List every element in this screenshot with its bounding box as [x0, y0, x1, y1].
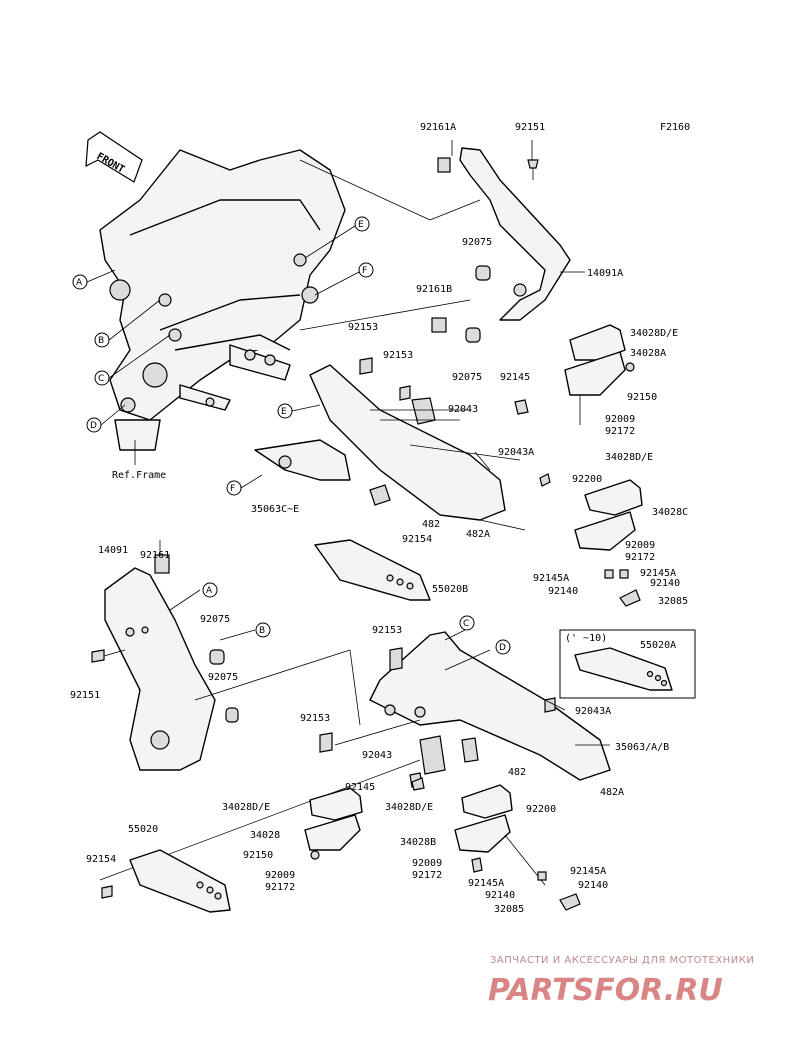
callout-a2: A: [206, 586, 213, 596]
heel-guard-55020: [101, 849, 231, 913]
part-label: 14091A: [587, 268, 623, 279]
part-label: 92075: [200, 614, 230, 625]
part-label: 34028D/E: [385, 802, 433, 813]
footpeg-34028: [304, 777, 425, 860]
part-label: 92009: [605, 414, 635, 425]
part-label: 92145A: [468, 878, 504, 889]
part-label: 92145A: [533, 573, 569, 584]
part-label: 92161: [140, 550, 170, 561]
frame-callouts: A B C D E F: [72, 216, 374, 433]
callout-c: C: [98, 374, 104, 384]
part-label: 92075: [208, 672, 238, 683]
part-label: 92154: [402, 534, 432, 545]
part-label: 92075: [462, 237, 492, 248]
part-label: 55020B: [432, 584, 468, 595]
part-label: 92153: [372, 625, 402, 636]
callout-e: E: [358, 220, 364, 230]
part-label: 92043A: [498, 447, 534, 458]
part-label: 92140: [548, 586, 578, 597]
part-label: 92200: [572, 474, 602, 485]
callout-a: A: [76, 278, 83, 288]
part-label: 92151: [70, 690, 100, 701]
callout-e2: E: [281, 407, 287, 417]
part-label: 92153: [348, 322, 378, 333]
footpeg-34028c: [539, 473, 643, 607]
part-label: 92150: [627, 392, 657, 403]
callout-d: D: [90, 421, 97, 431]
part-label: 92151: [515, 122, 545, 133]
part-label: 34028B: [400, 837, 436, 848]
part-label: 35063C~E: [251, 504, 299, 515]
part-label: 14091: [98, 545, 128, 556]
figure-code: F2160: [660, 122, 690, 133]
cover-14091a: [431, 147, 571, 343]
part-label: 92145: [345, 782, 375, 793]
part-label: 32085: [494, 904, 524, 915]
part-label: 92009: [625, 540, 655, 551]
part-label: 92145: [500, 372, 530, 383]
part-label: 92140: [578, 880, 608, 891]
callout-d2: D: [499, 643, 506, 653]
callout-f2: F: [230, 484, 235, 494]
watermark: ЗАПЧАСТИ И АКСЕССУАРЫ ДЛЯ МОТОТЕХНИКИ PA…: [488, 955, 754, 1008]
part-label: 92009: [265, 870, 295, 881]
frame-illustration: Ref.Frame: [99, 149, 346, 481]
part-label: 32085: [658, 596, 688, 607]
part-label: 92200: [526, 804, 556, 815]
part-label: 92043: [362, 750, 392, 761]
part-label: 34028A: [630, 348, 666, 359]
part-label: 55020A: [640, 640, 676, 651]
part-label: 55020: [128, 824, 158, 835]
callout-b: B: [98, 336, 104, 346]
part-label: 92150: [243, 850, 273, 861]
inset-55020a: [559, 629, 696, 699]
part-label: 92161A: [420, 122, 456, 133]
front-arrow-icon: FRONT: [85, 131, 143, 183]
callout-c2: C: [463, 619, 469, 629]
part-label: 92172: [412, 870, 442, 881]
part-label: 92154: [86, 854, 116, 865]
part-label: 92153: [300, 713, 330, 724]
watermark-logo: PARTSFOR.RU: [488, 973, 723, 1008]
ref-frame-label: Ref.Frame: [112, 470, 166, 481]
footpeg-34028a: [564, 324, 635, 425]
callout-b2: B: [259, 626, 265, 636]
part-label: 92172: [265, 882, 295, 893]
cover-14091: [91, 554, 239, 771]
part-label: 34028D/E: [222, 802, 270, 813]
part-label: 92009: [412, 858, 442, 869]
lower-callouts: E F A B C D: [202, 403, 511, 655]
part-label: 92153: [383, 350, 413, 361]
part-label: 92140: [650, 578, 680, 589]
part-label: 34028D/E: [605, 452, 653, 463]
part-label: 92140: [485, 890, 515, 901]
part-label: 92161B: [416, 284, 452, 295]
part-label: 92172: [625, 552, 655, 563]
part-label: 482: [508, 767, 526, 778]
part-label: 482: [422, 519, 440, 530]
part-label: 92145A: [640, 568, 676, 579]
part-label: 482A: [466, 529, 490, 540]
step-bracket-upper: [254, 357, 529, 601]
part-label: 35063/A/B: [615, 742, 669, 753]
watermark-tagline: ЗАПЧАСТИ И АКСЕССУАРЫ ДЛЯ МОТОТЕХНИКИ: [490, 955, 754, 966]
part-label: 34028D/E: [630, 328, 678, 339]
part-label: 92075: [452, 372, 482, 383]
part-label: (' ~10): [565, 633, 607, 644]
part-label: 92145A: [570, 866, 606, 877]
footpeg-34028b: [454, 784, 581, 911]
part-label: 92043: [448, 404, 478, 415]
part-label: 34028C: [652, 507, 688, 518]
callout-f: F: [362, 266, 367, 276]
part-labels: 92161A 92151 92075 14091A 92161B 92153 9…: [70, 122, 688, 915]
part-label: 92172: [605, 426, 635, 437]
part-label: 482A: [600, 787, 624, 798]
part-label: 92043A: [575, 706, 611, 717]
part-label: 34028: [250, 830, 280, 841]
